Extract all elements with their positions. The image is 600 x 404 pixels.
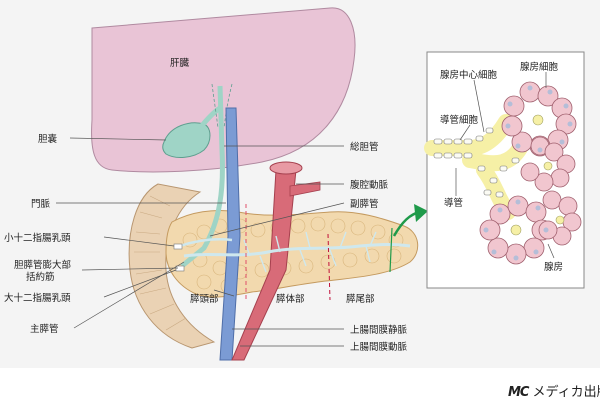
artery-top-cut [269,161,303,175]
leader-lines-inset [455,72,555,259]
acinar-lumens [510,114,565,236]
hepatic-duct-outline [211,83,233,129]
celiac-branch-shape [289,181,321,197]
leader-lines-right [209,145,345,347]
smv-label: 上腸間膜静脈 [350,324,408,336]
pancreas-head-label: 膵頭部 [190,293,219,305]
duct-branches [243,231,377,273]
sma-label: 上腸間膜動脈 [350,341,408,353]
acinus-top [501,81,577,157]
acinar-nuclei [483,85,573,261]
celiac-artery-label: 腹腔動脈 [350,179,389,191]
liver-label: 肝臓 [170,58,190,69]
liver-shape [91,7,356,173]
zoom-arrow-head [414,204,428,222]
accessory-duct-label: 副膵管 [350,198,379,210]
minor-papilla-marker [173,243,183,250]
section-marker [389,227,393,273]
acinus-label: 腺房 [544,261,563,273]
sphincter-label: 括約筋 [26,271,55,283]
acinus-bottom-right [538,190,582,246]
leader-lines-left [56,137,226,329]
duct-label: 導管 [444,197,463,209]
duct-cell-label: 導管細胞 [440,114,479,126]
ampulla-label: 胆膵管膨大部 [14,259,71,271]
centroacinar-label: 腺房中心細胞 [440,69,498,81]
portal-vein-label: 門脈 [31,198,51,210]
gallbladder-shape [162,122,211,158]
footer [0,368,600,400]
major-papilla-marker [175,265,185,272]
acinus-right [520,136,576,192]
duodenum-folds [134,195,187,331]
publisher-logo: MCメディカ出版 [508,381,600,400]
major-papilla-label: 大十二指腸乳頭 [4,292,71,304]
bile-duct-shape [180,85,225,268]
minor-papilla-label: 小十二指腸乳頭 [4,232,71,244]
accessory-duct-shape [179,238,233,248]
publisher-name: メディカ出版 [532,385,600,400]
main-pancreatic-duct-shape [183,243,411,258]
main-duct-label: 主膵管 [30,323,59,335]
inset-duct-cells [433,127,520,198]
common-bile-duct-label: 総胆管 [350,141,379,153]
publisher-mark: MC [508,385,530,400]
pancreas-tail-label: 膵尾部 [346,293,375,305]
acinar-cell-label: 腺房細胞 [520,61,559,73]
gallbladder-label: 胆嚢 [38,133,58,145]
pancreas-body-label: 膵体部 [276,293,305,305]
